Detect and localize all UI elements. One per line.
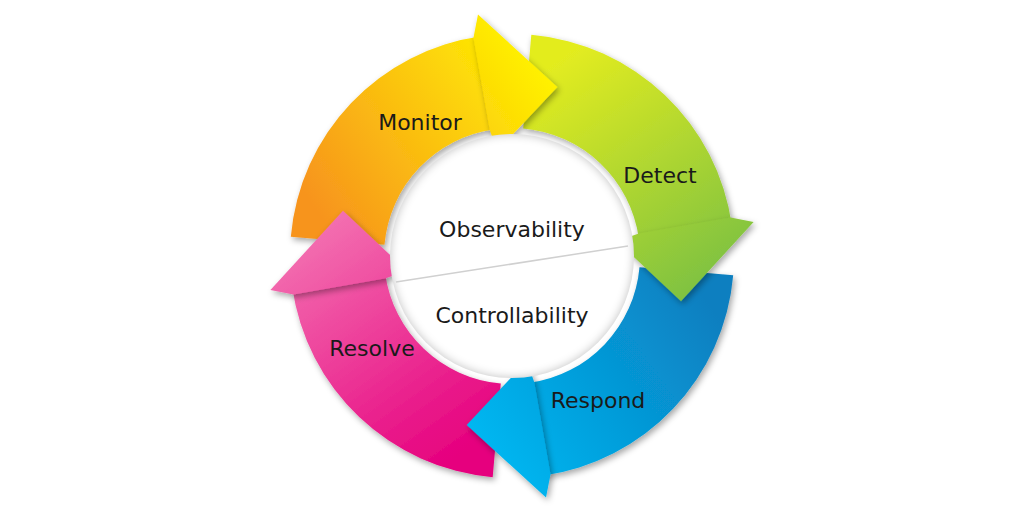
step-label: Resolve [329, 336, 414, 361]
cycle-step: Resolve [321, 332, 422, 365]
detect-arrow-head [617, 218, 754, 302]
monitor-arrow-head [474, 14, 558, 151]
step-label: Respond [551, 388, 646, 413]
respond-arrow-head [467, 361, 551, 498]
step-label: Detect [623, 163, 696, 188]
cycle-step: Detect [615, 159, 704, 192]
center-label: Observability [439, 217, 585, 242]
step-label: Monitor [378, 110, 462, 135]
center-label: Controllability [435, 302, 588, 327]
cycle-step: Respond [543, 384, 654, 417]
cycle-step: Monitor [370, 106, 470, 139]
center-circle: ObservabilityControllability [390, 134, 634, 378]
resolve-arrow-head [270, 211, 407, 295]
divider-line [390, 134, 634, 378]
